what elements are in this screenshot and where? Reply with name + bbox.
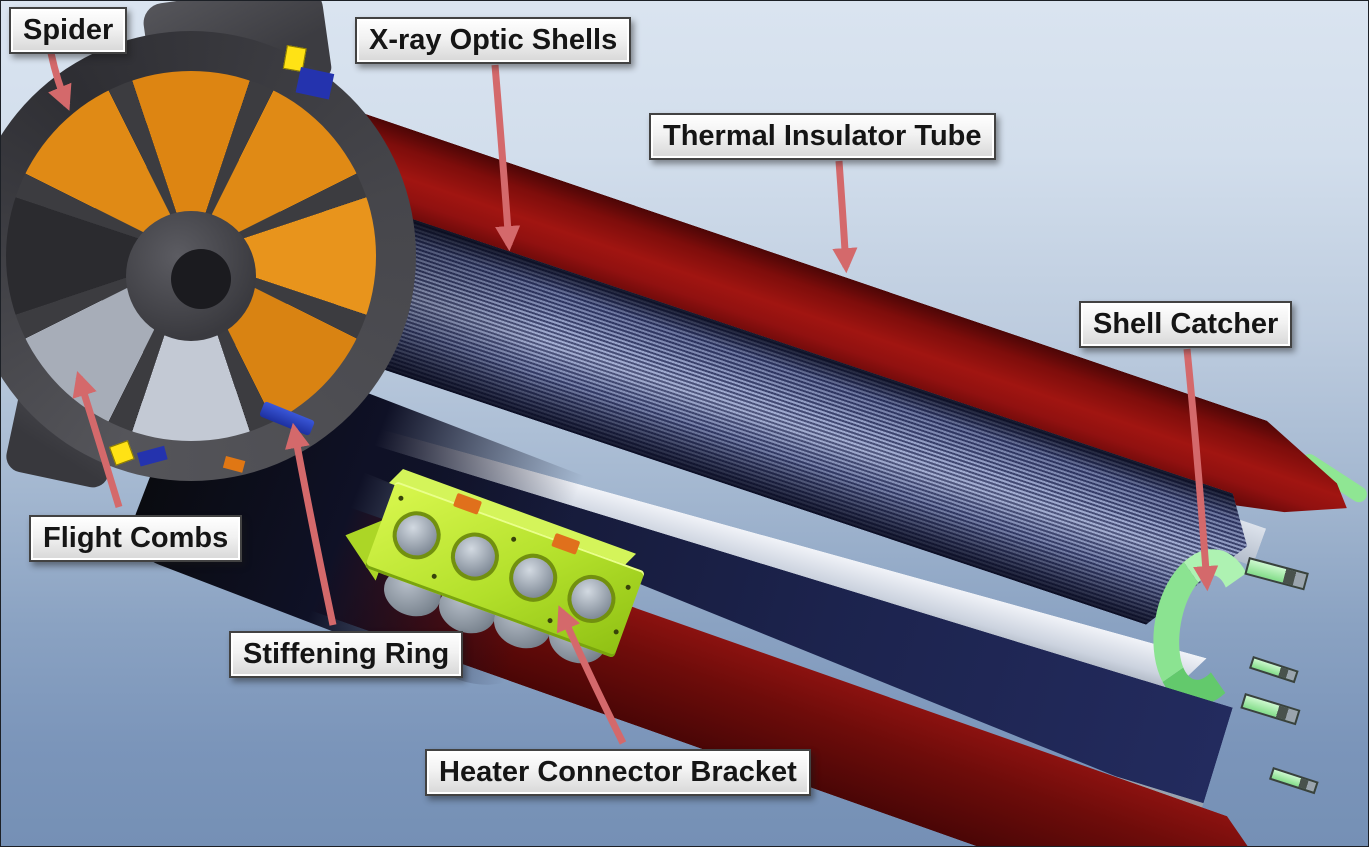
arrow-thermal-insulator-tube: [832, 160, 858, 274]
label-shell-catcher: Shell Catcher: [1079, 301, 1293, 349]
arrow-stiffening-ring: [285, 422, 337, 626]
arrow-x-ray-optic-shells: [491, 64, 521, 252]
label-spider: Spider: [9, 7, 128, 55]
arrow-flight-combs: [72, 370, 123, 509]
spider-hub-hole: [171, 249, 231, 309]
label-flight-combs: Flight Combs: [29, 515, 243, 563]
arrow-heater-connector-bracket: [556, 605, 627, 745]
arrow-spider: [47, 52, 72, 111]
label-thermal-insulator-tube: Thermal Insulator Tube: [649, 113, 996, 161]
label-heater-connector-bracket: Heater Connector Bracket: [425, 749, 811, 797]
arrow-shell-catcher: [1183, 348, 1219, 592]
label-x-ray-optic-shells: X-ray Optic Shells: [355, 17, 632, 65]
label-stiffening-ring: Stiffening Ring: [229, 631, 464, 679]
